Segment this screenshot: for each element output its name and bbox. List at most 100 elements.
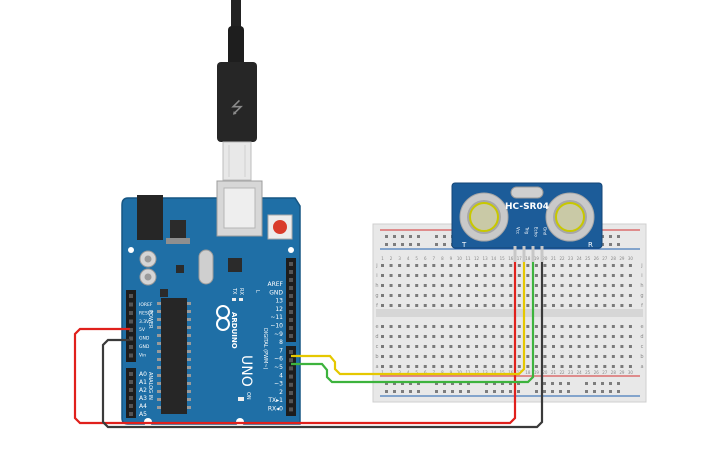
terminal-hole[interactable]: [415, 345, 419, 348]
terminal-hole[interactable]: [526, 365, 530, 368]
terminal-hole[interactable]: [406, 365, 410, 368]
terminal-hole[interactable]: [569, 325, 573, 328]
rail-hole[interactable]: [609, 243, 612, 246]
rail-hole[interactable]: [451, 382, 454, 385]
terminal-hole[interactable]: [475, 284, 479, 287]
terminal-hole[interactable]: [440, 345, 444, 348]
terminal-hole[interactable]: [594, 365, 598, 368]
terminal-hole[interactable]: [594, 304, 598, 307]
terminal-hole[interactable]: [543, 294, 547, 297]
terminal-hole[interactable]: [552, 274, 555, 277]
terminal-hole[interactable]: [603, 284, 607, 287]
header-hole[interactable]: [289, 374, 293, 379]
terminal-hole[interactable]: [500, 355, 504, 358]
terminal-hole[interactable]: [569, 365, 573, 368]
terminal-hole[interactable]: [526, 335, 530, 338]
rail-hole[interactable]: [551, 390, 554, 393]
terminal-hole[interactable]: [432, 304, 436, 307]
rail-hole[interactable]: [567, 390, 570, 393]
terminal-hole[interactable]: [449, 274, 453, 277]
rail-hole[interactable]: [517, 382, 520, 385]
rail-hole[interactable]: [409, 390, 412, 393]
header-hole[interactable]: [129, 294, 133, 298]
breadboard-terminal-holes[interactable]: [381, 264, 632, 368]
terminal-hole[interactable]: [552, 284, 555, 287]
rail-hole[interactable]: [467, 382, 470, 385]
rail-hole[interactable]: [609, 390, 612, 393]
terminal-hole[interactable]: [432, 294, 436, 297]
terminal-hole[interactable]: [569, 294, 573, 297]
terminal-hole[interactable]: [475, 345, 479, 348]
rail-hole[interactable]: [385, 243, 388, 246]
terminal-hole[interactable]: [423, 274, 427, 277]
terminal-hole[interactable]: [381, 274, 384, 277]
terminal-hole[interactable]: [398, 294, 402, 297]
rail-hole[interactable]: [443, 390, 446, 393]
terminal-hole[interactable]: [509, 274, 513, 277]
terminal-hole[interactable]: [381, 345, 384, 348]
rail-hole[interactable]: [393, 382, 396, 385]
terminal-hole[interactable]: [543, 335, 547, 338]
header-hole[interactable]: [129, 302, 133, 307]
terminal-hole[interactable]: [594, 294, 598, 297]
terminal-hole[interactable]: [560, 355, 564, 358]
rail-hole[interactable]: [617, 243, 620, 246]
sensor-pins[interactable]: [513, 246, 544, 262]
rail-hole[interactable]: [401, 235, 404, 238]
terminal-hole[interactable]: [415, 264, 419, 267]
terminal-hole[interactable]: [500, 345, 504, 348]
terminal-hole[interactable]: [432, 325, 436, 328]
terminal-hole[interactable]: [406, 355, 410, 358]
terminal-hole[interactable]: [552, 294, 555, 297]
header-hole[interactable]: [289, 366, 293, 371]
terminal-hole[interactable]: [509, 284, 513, 287]
terminal-hole[interactable]: [466, 355, 470, 358]
terminal-hole[interactable]: [577, 264, 581, 267]
terminal-hole[interactable]: [492, 335, 496, 338]
terminal-hole[interactable]: [620, 274, 624, 277]
rail-hole[interactable]: [609, 235, 612, 238]
terminal-hole[interactable]: [586, 325, 590, 328]
terminal-hole[interactable]: [432, 274, 436, 277]
rail-hole[interactable]: [535, 390, 538, 393]
header-hole[interactable]: [129, 372, 133, 376]
terminal-hole[interactable]: [381, 335, 384, 338]
terminal-hole[interactable]: [475, 264, 479, 267]
terminal-hole[interactable]: [509, 264, 513, 267]
wire-5v-red[interactable]: [73, 262, 517, 425]
rail-hole[interactable]: [459, 390, 462, 393]
terminal-hole[interactable]: [569, 274, 573, 277]
terminal-hole[interactable]: [603, 335, 607, 338]
rail-hole[interactable]: [393, 243, 396, 246]
terminal-hole[interactable]: [534, 284, 538, 287]
terminal-hole[interactable]: [628, 274, 632, 277]
terminal-hole[interactable]: [628, 264, 632, 267]
rail-hole[interactable]: [385, 390, 388, 393]
rail-hole[interactable]: [435, 235, 438, 238]
terminal-hole[interactable]: [543, 264, 547, 267]
header-hole[interactable]: [289, 326, 293, 330]
terminal-hole[interactable]: [389, 284, 393, 287]
terminal-hole[interactable]: [398, 355, 402, 358]
terminal-hole[interactable]: [389, 274, 393, 277]
terminal-hole[interactable]: [526, 304, 530, 307]
terminal-hole[interactable]: [526, 264, 530, 267]
terminal-hole[interactable]: [457, 294, 461, 297]
terminal-hole[interactable]: [457, 335, 461, 338]
rail-hole[interactable]: [567, 382, 570, 385]
rail-hole[interactable]: [401, 382, 404, 385]
terminal-hole[interactable]: [423, 304, 427, 307]
terminal-hole[interactable]: [432, 284, 436, 287]
terminal-hole[interactable]: [381, 264, 384, 267]
terminal-hole[interactable]: [492, 284, 496, 287]
terminal-hole[interactable]: [449, 264, 453, 267]
terminal-hole[interactable]: [509, 345, 513, 348]
rail-hole[interactable]: [617, 382, 620, 385]
terminal-hole[interactable]: [381, 355, 384, 358]
terminal-hole[interactable]: [475, 304, 479, 307]
terminal-hole[interactable]: [620, 335, 624, 338]
rail-hole[interactable]: [535, 382, 538, 385]
terminal-hole[interactable]: [449, 365, 453, 368]
terminal-hole[interactable]: [440, 365, 444, 368]
terminal-hole[interactable]: [492, 345, 496, 348]
